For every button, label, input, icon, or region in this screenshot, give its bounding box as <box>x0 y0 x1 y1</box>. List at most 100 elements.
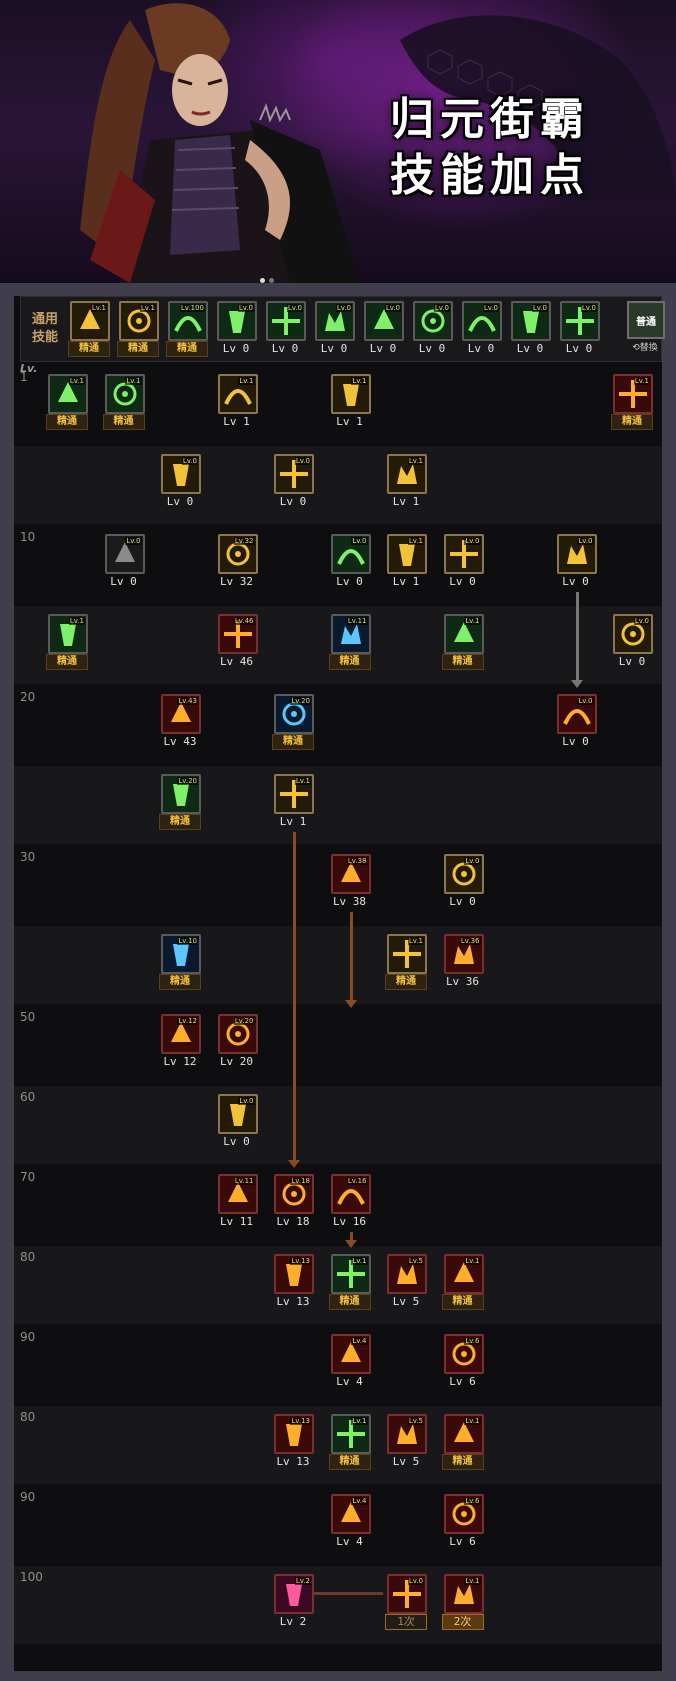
dragon-art <box>400 15 676 200</box>
skill-level-label: Lv 1 <box>223 415 250 428</box>
skill-level-tag: Lv.1 <box>633 377 650 385</box>
skill-icon: Lv.1 <box>387 934 427 974</box>
skill-level-label: Lv 6 <box>449 1535 476 1548</box>
skill-icon: Lv.1 <box>330 1414 371 1454</box>
skill-icon: Lv.1 <box>387 454 427 494</box>
skill-level-label: Lv 0 <box>166 495 194 508</box>
skill-level-tag: Lv.32 <box>233 537 255 545</box>
swap-mode-button[interactable]: 普通 ⟲替換 <box>627 301 665 355</box>
row-level-label: 90 <box>20 1490 36 1504</box>
skill-level-tag: Lv.0 <box>577 697 594 705</box>
skill-icon: Lv.0 <box>274 454 314 494</box>
skill-level-tag: Lv.1 <box>407 937 424 945</box>
skill-level-label: Lv 16 <box>332 1215 367 1228</box>
skill-level-tag: Lv.0 <box>286 304 303 312</box>
mastered-badge: 精通 <box>102 414 145 430</box>
skill-level-label: Lv 4 <box>336 1535 363 1548</box>
skill-level-label: Lv 1 <box>392 575 420 588</box>
skill-icon: Lv.1 <box>443 614 484 654</box>
skill-level-tag: Lv.0 <box>482 304 499 312</box>
skill-icon: Lv.36 <box>443 934 484 974</box>
skill-icon: Lv.0 <box>266 301 306 341</box>
skill-icon: Lv.0 <box>104 534 145 574</box>
skill-level-tag: Lv.6 <box>464 1337 481 1345</box>
skill-level-label: Lv 0 <box>369 342 397 355</box>
carousel-dots[interactable] <box>260 268 278 283</box>
skill-level-label: Lv 0 <box>418 342 446 355</box>
skill-level-label: Lv 46 <box>219 655 254 668</box>
prereq-arrow-head <box>344 1000 357 1008</box>
skill-level-tag: Lv.1 <box>464 1257 481 1265</box>
row-level-label: 30 <box>20 850 36 864</box>
skill-level-tag: Lv.13 <box>290 1417 311 1425</box>
skill-level-tag: Lv.0 <box>238 1097 255 1105</box>
prereq-arrow <box>575 592 579 680</box>
